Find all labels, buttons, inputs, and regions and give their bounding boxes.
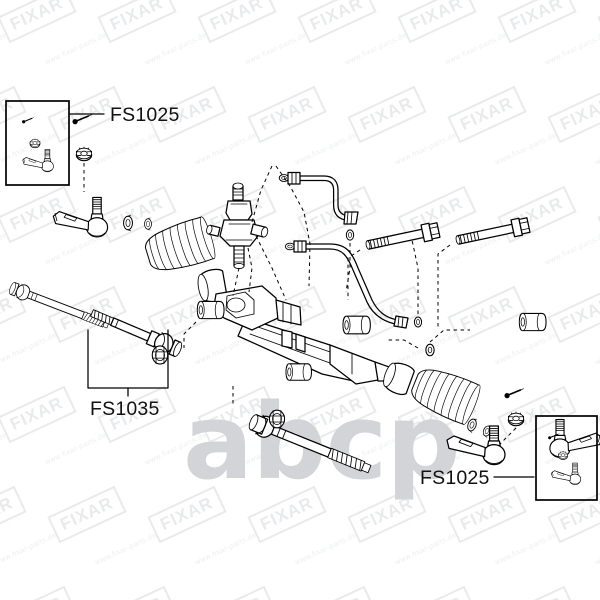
assembly-leader-bolt-1 [347, 249, 361, 300]
detail-box-bottom-right [535, 415, 598, 501]
assembly-leader-port [255, 235, 287, 301]
boot-clamp-left-b [144, 217, 152, 231]
inner-tie-rod-upper-visual [90, 309, 183, 357]
mounting-bolt-2 [453, 215, 531, 250]
assembly-leader-lower-line [411, 239, 419, 314]
detail-box-top-left [5, 100, 70, 186]
part-label-fs1035: FS1035 [90, 398, 160, 420]
bellows-boot-left [141, 215, 219, 278]
rack-bushing-upper [196, 300, 225, 320]
outer-tie-rod-end-right-visual [446, 425, 506, 466]
boot-cap-right [383, 362, 415, 395]
assembly-leader-bolt-2 [437, 244, 451, 330]
part-label-fs1025-top: FS1025 [110, 104, 180, 126]
assembly-leader-line-a [275, 165, 311, 287]
hydraulic-line-lower [284, 240, 423, 329]
rack-bushing-right [518, 312, 547, 332]
assembly-leader-oring-left [388, 339, 419, 349]
rack-bushing-mid [342, 315, 371, 335]
rack-housing [213, 285, 397, 385]
assembly-leader-oring-right [429, 329, 470, 343]
part-label-fs1025-bottom: FS1025 [420, 467, 490, 489]
rack-bushing-lower [285, 363, 312, 381]
o-ring-right [425, 343, 435, 357]
assembly-leader-upper-line [345, 243, 351, 293]
castle-nut-right [507, 411, 525, 427]
boot-clamp-left-a [123, 214, 133, 232]
outer-tie-rod-end-left [52, 113, 109, 238]
assembly-leader-valve [247, 247, 253, 293]
assembly-leader-pinion [232, 267, 240, 297]
bellows-boot-right [406, 361, 484, 427]
assembly-leader-line-b [251, 165, 273, 223]
assembly-leader-right-nut [499, 427, 517, 445]
assembly-leader-bushing-upper [183, 321, 197, 348]
pinion-valve-unit [206, 182, 269, 270]
hydraulic-line-upper [278, 171, 359, 241]
outer-tie-rod-end-right [549, 419, 600, 458]
cotter-pin-right [504, 387, 525, 399]
inner-tie-rod-upper-washer [151, 345, 169, 365]
inner-tie-rod-lower [248, 414, 372, 474]
inner-tie-rod-upper [7, 279, 112, 333]
fs1035-bracket [87, 329, 169, 397]
inner-tie-rod-lower-washer [268, 409, 286, 429]
mounting-bolt-1 [363, 220, 441, 255]
